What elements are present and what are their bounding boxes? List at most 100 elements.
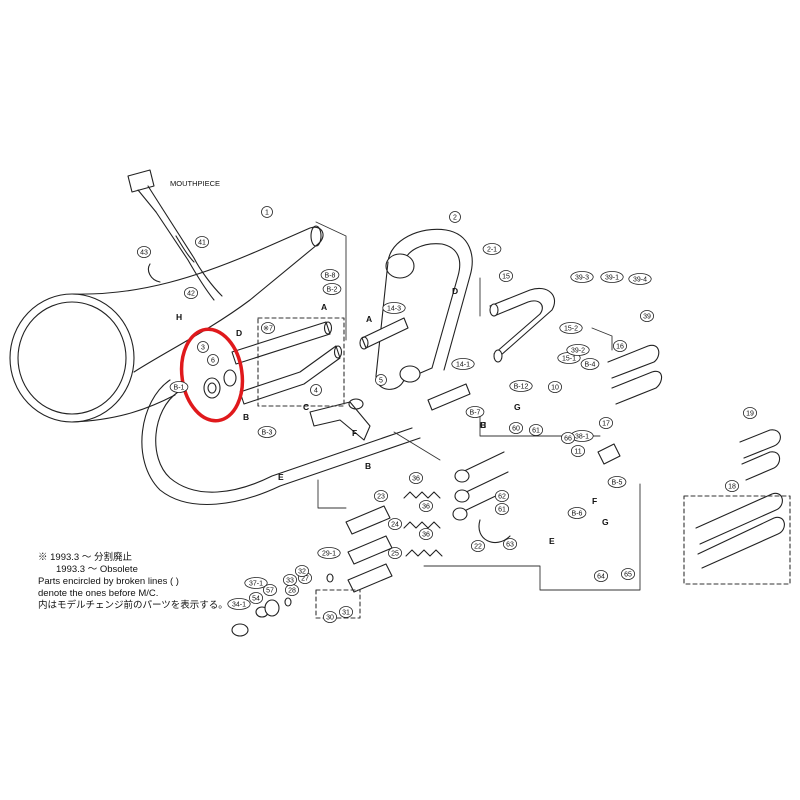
callout-c2: 2 bbox=[449, 211, 461, 223]
callout-c7: ※7 bbox=[260, 322, 275, 334]
callout-number: 22 bbox=[474, 544, 482, 551]
callout-number: 2-1 bbox=[487, 247, 497, 254]
callout-circle bbox=[628, 273, 652, 285]
callout-number: B-1 bbox=[174, 385, 185, 392]
letter-lD2: D bbox=[452, 286, 458, 296]
callout-cB5: B-5 bbox=[607, 476, 627, 488]
callout-c60: 60 bbox=[508, 422, 523, 434]
callout-number: 43 bbox=[140, 250, 148, 257]
callout-c11: 11 bbox=[571, 445, 586, 457]
callout-c14-1: 14-1 bbox=[451, 358, 475, 370]
callout-number: 28 bbox=[288, 588, 296, 595]
callout-cB8: B-8 bbox=[320, 269, 340, 281]
callout-circle bbox=[387, 518, 402, 530]
callout-c39-3: 39-3 bbox=[570, 271, 594, 283]
callout-c1: 1 bbox=[261, 206, 273, 218]
legend-line-1: ※ 1993.3 〜 分割廃止 bbox=[38, 552, 132, 563]
callout-number: 17 bbox=[602, 421, 610, 428]
callout-number: 25 bbox=[391, 551, 399, 558]
callout-c39-4: 39-4 bbox=[628, 273, 652, 285]
callout-cB12: B-12 bbox=[509, 380, 533, 392]
callout-circle bbox=[509, 380, 533, 392]
callout-number: 15-1 bbox=[562, 356, 576, 363]
callout-circle bbox=[373, 490, 388, 502]
callout-number: 1 bbox=[265, 210, 269, 217]
callout-cB7: B-7 bbox=[465, 406, 485, 418]
dashed-enclosures bbox=[257, 317, 791, 619]
callout-circle bbox=[320, 269, 340, 281]
callout-circle bbox=[494, 490, 509, 502]
callout-c63: 63 bbox=[502, 538, 517, 550]
callout-circle bbox=[248, 592, 263, 604]
callout-number: B-6 bbox=[572, 511, 583, 518]
callout-number: 11 bbox=[574, 449, 581, 456]
callout-c23: 23 bbox=[373, 490, 388, 502]
callout-circle bbox=[449, 211, 461, 223]
callout-circle bbox=[418, 500, 433, 512]
callout-c39-2: 39-2 bbox=[566, 344, 590, 356]
valve-casings bbox=[452, 451, 511, 544]
callout-c5: 5 bbox=[375, 374, 387, 386]
callout-c39-1: 39-1 bbox=[600, 271, 624, 283]
callout-number: 32 bbox=[298, 569, 306, 576]
callout-number: 27 bbox=[301, 576, 309, 583]
callout-circle bbox=[566, 344, 590, 356]
callout-number: 5 bbox=[379, 378, 383, 385]
callout-c18: 18 bbox=[725, 480, 740, 492]
callout-c62: 62 bbox=[494, 490, 509, 502]
callout-circle bbox=[322, 283, 342, 295]
callout-number: 16 bbox=[616, 344, 624, 351]
callout-number: 4 bbox=[314, 388, 318, 395]
callout-circle bbox=[571, 445, 586, 457]
callout-c61a: 61 bbox=[529, 424, 544, 436]
callout-c65: 65 bbox=[621, 568, 636, 580]
callout-circle bbox=[559, 322, 583, 334]
letter-lC1: C bbox=[303, 402, 309, 412]
tube-4 bbox=[239, 345, 343, 405]
legend-line-5: 内はモデルチェンジ前のパーツを表示する。 bbox=[38, 600, 228, 611]
callout-c66: 66 bbox=[561, 432, 576, 444]
callout-number: B-4 bbox=[585, 362, 596, 369]
tube-7 bbox=[231, 321, 333, 365]
callout-circle bbox=[743, 407, 758, 419]
letter-lB1: B bbox=[243, 412, 249, 422]
callout-cB2: B-2 bbox=[322, 283, 342, 295]
callout-circle bbox=[580, 358, 600, 370]
callout-c36b: 36 bbox=[418, 500, 433, 512]
callout-circle bbox=[621, 568, 636, 580]
callout-circle bbox=[465, 406, 485, 418]
callout-c32: 32 bbox=[294, 565, 309, 577]
bottom-bow bbox=[141, 379, 421, 506]
callout-circle bbox=[197, 341, 209, 353]
callout-circle bbox=[183, 287, 198, 299]
callout-c6: 6 bbox=[207, 354, 219, 366]
callout-c36a: 36 bbox=[408, 472, 423, 484]
callout-number: 61 bbox=[532, 428, 540, 435]
letter-lD1: D bbox=[236, 328, 242, 338]
callout-c15-2: 15-2 bbox=[559, 322, 583, 334]
letter-lG2: G bbox=[602, 517, 609, 527]
legend-line-2: 1993.3 〜 Obsolete bbox=[56, 564, 138, 575]
letter-lB2: B bbox=[365, 461, 371, 471]
callout-circle bbox=[640, 310, 655, 322]
valve-caps bbox=[231, 573, 334, 637]
callout-circle bbox=[317, 547, 341, 559]
callout-number: 14-3 bbox=[387, 306, 401, 313]
callout-circle bbox=[294, 565, 309, 577]
pistons bbox=[345, 505, 393, 593]
callout-circle bbox=[169, 381, 189, 393]
callout-circle bbox=[482, 243, 502, 255]
callout-circle bbox=[136, 246, 151, 258]
callout-c3: 3 bbox=[197, 341, 209, 353]
callout-number: 10 bbox=[551, 385, 559, 392]
callout-number: B-3 bbox=[262, 430, 273, 437]
tube-14-3 bbox=[359, 317, 409, 350]
letter-lH1: H bbox=[176, 312, 182, 322]
callout-number: 23 bbox=[377, 494, 385, 501]
callout-circle bbox=[451, 358, 475, 370]
legend-line-3: Parts encircled by broken lines ( ) bbox=[38, 576, 179, 587]
callout-c33: 33 bbox=[282, 574, 297, 586]
callout-number: 31 bbox=[342, 610, 350, 617]
callout-number: 36 bbox=[422, 532, 430, 539]
